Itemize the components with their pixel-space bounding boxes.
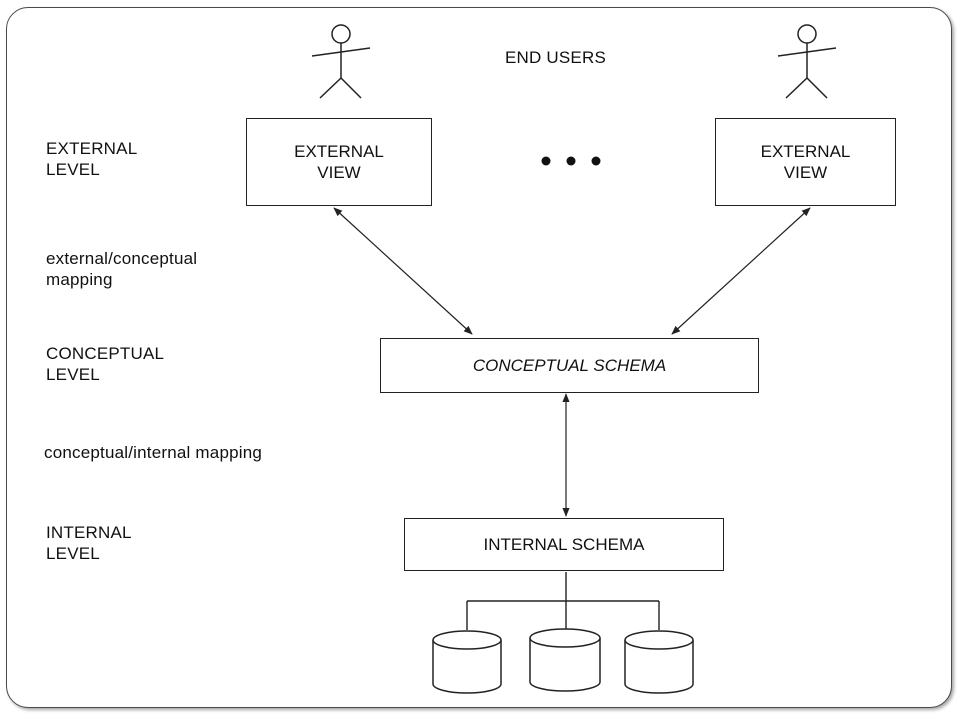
mapping-arrow-right bbox=[671, 207, 811, 335]
conceptual-schema-box: CONCEPTUAL SCHEMA bbox=[380, 338, 759, 393]
end-users-text: END USERS bbox=[505, 48, 606, 67]
conceptual-internal-mapping-label: conceptual/internal mapping bbox=[44, 442, 262, 463]
external-conceptual-mapping-line1: external/conceptual bbox=[46, 249, 198, 268]
external-view-right-line2: VIEW bbox=[783, 163, 828, 182]
external-conceptual-mapping-label: external/conceptual mapping bbox=[46, 248, 197, 290]
conceptual-level-line2: LEVEL bbox=[46, 365, 100, 384]
database-cylinder-icon bbox=[529, 628, 601, 692]
external-level-label: EXTERNAL LEVEL bbox=[46, 138, 137, 180]
external-conceptual-mapping-line2: mapping bbox=[46, 270, 113, 289]
conceptual-level-line1: CONCEPTUAL bbox=[46, 344, 165, 363]
conceptual-internal-mapping-line1: conceptual/internal mapping bbox=[44, 443, 263, 462]
external-view-left-line1: EXTERNAL bbox=[294, 142, 384, 161]
external-view-right-line1: EXTERNAL bbox=[760, 142, 851, 161]
external-view-right-box: EXTERNAL VIEW bbox=[715, 118, 896, 206]
internal-level-label: INTERNAL LEVEL bbox=[46, 522, 132, 564]
database-cylinder-icon bbox=[624, 630, 694, 694]
external-view-left-box: EXTERNAL VIEW bbox=[246, 118, 432, 206]
ellipsis-dots-icon bbox=[541, 156, 601, 166]
mapping-arrow-left bbox=[333, 207, 473, 335]
internal-schema-box: INTERNAL SCHEMA bbox=[404, 518, 724, 571]
conceptual-schema-text: CONCEPTUAL SCHEMA bbox=[472, 356, 667, 375]
internal-level-line2: LEVEL bbox=[46, 544, 100, 563]
internal-schema-text: INTERNAL SCHEMA bbox=[483, 535, 645, 554]
end-user-left-icon bbox=[311, 24, 371, 99]
internal-level-line1: INTERNAL bbox=[46, 523, 132, 542]
conceptual-level-label: CONCEPTUAL LEVEL bbox=[46, 343, 164, 385]
external-level-line2: LEVEL bbox=[46, 160, 100, 179]
end-user-right-icon bbox=[777, 24, 837, 99]
storage-connectors bbox=[466, 572, 660, 630]
end-users-label: END USERS bbox=[505, 47, 606, 68]
external-level-line1: EXTERNAL bbox=[46, 139, 138, 158]
external-view-left-line2: VIEW bbox=[317, 163, 361, 182]
database-cylinder-icon bbox=[432, 630, 502, 694]
